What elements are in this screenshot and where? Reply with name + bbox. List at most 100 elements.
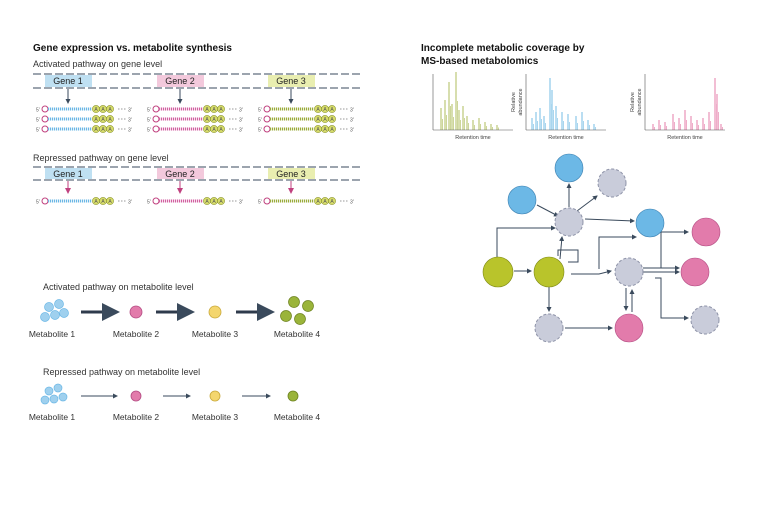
edge <box>559 236 565 260</box>
five-prime-label: 5' <box>147 108 151 114</box>
edge <box>536 204 559 217</box>
poly-a-letter: A <box>219 107 223 113</box>
metabolite-1-cluster-repressed <box>40 383 68 405</box>
poly-a-bead <box>217 125 225 133</box>
poly-a-letter: A <box>330 199 334 205</box>
poly-a-letter: A <box>101 199 105 205</box>
node-grey <box>554 207 584 237</box>
node-grey <box>614 257 644 287</box>
gene2-box-repressed <box>157 168 204 179</box>
poly-a-letter: A <box>316 127 320 133</box>
poly-a-letter: A <box>323 127 327 133</box>
poly-a-letter: A <box>219 199 223 205</box>
gene3-label: Gene 3 <box>276 76 306 86</box>
cap-icon <box>41 125 49 133</box>
cap-icon <box>41 105 49 113</box>
five-prime-label: 5' <box>258 118 262 124</box>
y-axis-label: Relative <box>630 92 636 112</box>
left-title: Gene expression vs. metabolite synthesis <box>33 43 232 54</box>
poly-a-letter: A <box>205 107 209 113</box>
metabolite-1-label-repressed: Metabolite 1 <box>29 412 76 422</box>
poly-a-letter: A <box>330 107 334 113</box>
five-prime-label: 5' <box>147 128 151 134</box>
cap-icon <box>41 115 49 123</box>
poly-a-letter: A <box>101 117 105 123</box>
poly-a-letter: A <box>323 107 327 113</box>
metabolite-4-label: Metabolite 4 <box>274 329 321 339</box>
x-axis-label: Retention time <box>667 135 702 141</box>
cap-icon <box>263 115 271 123</box>
five-prime-label: 5' <box>258 200 262 206</box>
metabolite-3-dot-repressed <box>209 390 221 402</box>
poly-a-letter: A <box>205 127 209 133</box>
three-prime-label: 3' <box>128 128 132 134</box>
poly-a-bead <box>328 197 336 205</box>
poly-a-letter: A <box>94 127 98 133</box>
gene1-box <box>45 75 92 87</box>
gene2-label-repressed: Gene 2 <box>165 169 195 179</box>
cap-icon <box>152 125 160 133</box>
node-olive <box>482 256 514 288</box>
poly-a-letter: A <box>205 117 209 123</box>
node-pink <box>680 257 710 287</box>
node-blue <box>507 185 537 215</box>
poly-a-bead <box>106 197 114 205</box>
metabolite-4-cluster <box>280 296 314 325</box>
poly-a-letter: A <box>330 117 334 123</box>
five-prime-label: 5' <box>36 118 40 124</box>
five-prime-label: 5' <box>36 200 40 206</box>
three-prime-label: 3' <box>128 108 132 114</box>
poly-a-letter: A <box>212 107 216 113</box>
edge <box>557 249 579 263</box>
chromatogram-1: Retention time <box>432 72 513 141</box>
poly-a-bead <box>106 115 114 123</box>
poly-a-letter: A <box>323 117 327 123</box>
poly-a-letter: A <box>212 117 216 123</box>
y-axis-label: abundance <box>518 88 524 115</box>
cap-icon <box>152 197 160 205</box>
node-grey <box>597 168 627 198</box>
poly-a-bead <box>217 115 225 123</box>
poly-a-letter: A <box>330 127 334 133</box>
poly-a-letter: A <box>108 107 112 113</box>
met-repressed-label: Repressed pathway on metabolite level <box>43 367 201 377</box>
poly-a-bead <box>217 105 225 113</box>
cap-icon <box>41 197 49 205</box>
edge <box>496 225 556 258</box>
edge <box>655 277 689 321</box>
gene1-box-repressed <box>45 168 92 179</box>
poly-a-letter: A <box>94 199 98 205</box>
right-title-line1: Incomplete metabolic coverage by <box>421 43 585 54</box>
poly-a-letter: A <box>108 199 112 205</box>
node-grey <box>690 305 720 335</box>
three-prime-label: 3' <box>128 118 132 124</box>
metabolite-3-label: Metabolite 3 <box>192 329 239 339</box>
metabolic-network <box>482 153 721 343</box>
gene1-label: Gene 1 <box>53 76 83 86</box>
gene3-box-repressed <box>268 168 315 179</box>
gene3-box <box>268 75 315 87</box>
poly-a-letter: A <box>101 107 105 113</box>
poly-a-letter: A <box>316 199 320 205</box>
poly-a-bead <box>217 197 225 205</box>
cap-icon <box>152 105 160 113</box>
metabolite-2-dot <box>129 305 143 319</box>
poly-a-bead <box>328 115 336 123</box>
edge <box>660 229 689 268</box>
node-blue <box>635 208 665 238</box>
three-prime-label: 3' <box>350 128 354 134</box>
poly-a-letter: A <box>101 127 105 133</box>
y-axis-label: abundance <box>637 88 643 115</box>
